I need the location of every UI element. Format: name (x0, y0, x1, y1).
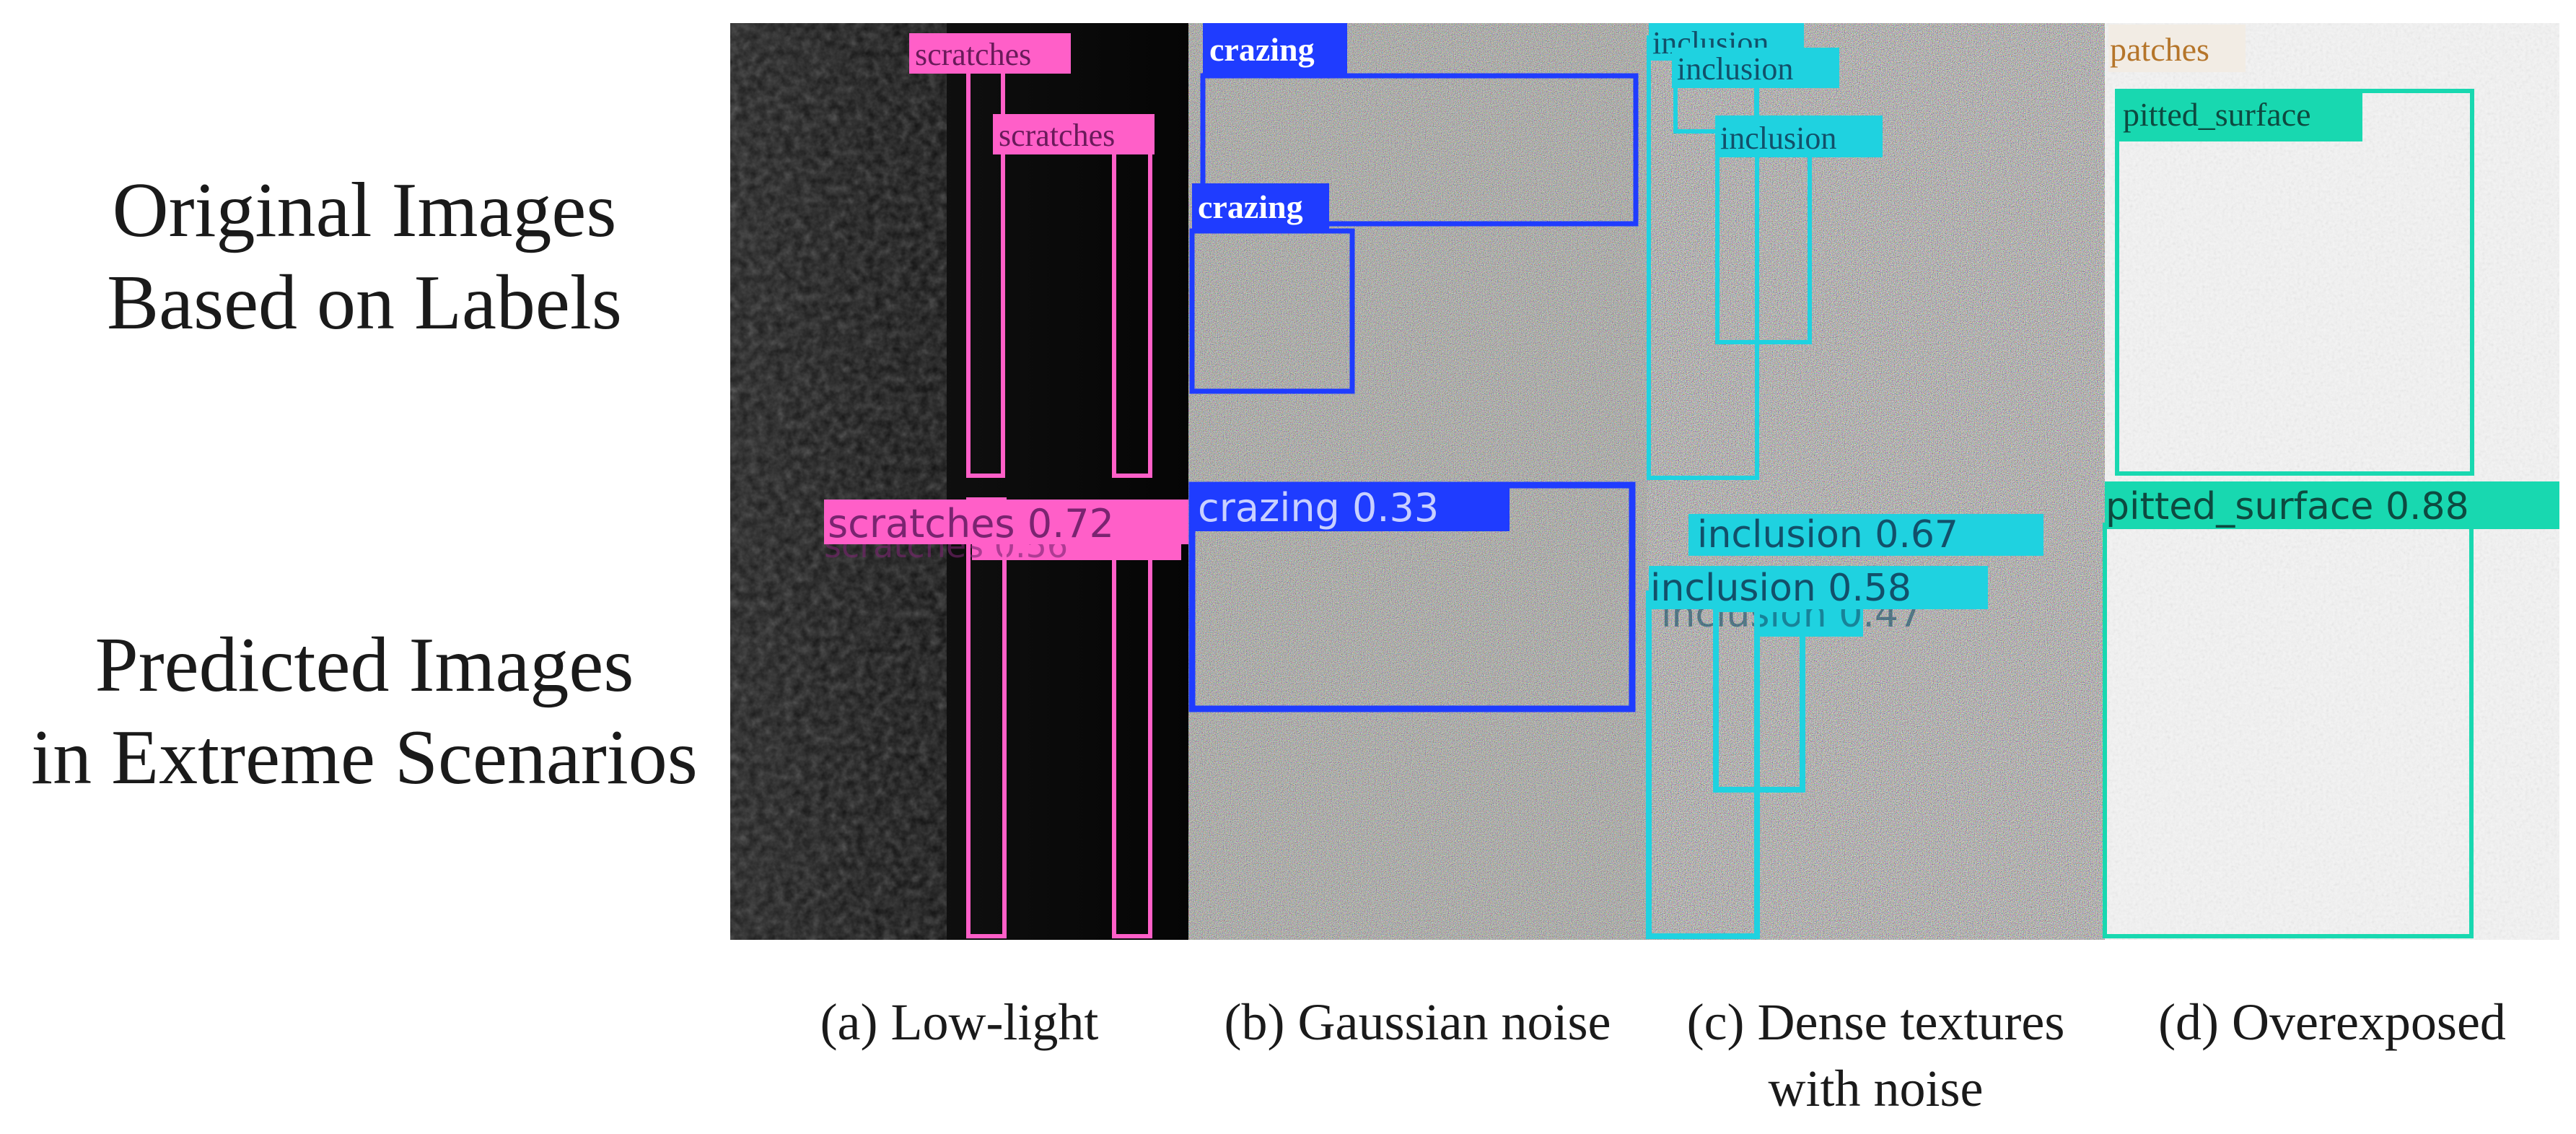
bbox-d-pred-1: pitted_surface 0.88 (2103, 481, 2559, 938)
bbox-a-orig-1-label: scratches (915, 37, 1031, 72)
caption-a-line-1: (a) Low-light (820, 993, 1099, 1051)
bbox-a-pred-1-label: scratches 0.72 (828, 501, 1114, 546)
row-label-original: Original Images Based on Labels (0, 165, 729, 349)
tile-b-original (1188, 23, 1647, 481)
bbox-d-pred-1-label: pitted_surface 0.88 (2106, 485, 2469, 528)
bbox-b-orig-2: crazing (1189, 183, 1355, 394)
bbox-b-orig-1-label: crazing (1209, 31, 1315, 68)
caption-b-line-1: (b) Gaussian noise (1224, 993, 1611, 1051)
bbox-a-orig-2-label: scratches (999, 118, 1115, 153)
image-grid: scratches scratches scratches 0.56 scrat… (730, 23, 2559, 940)
bbox-c-orig-3-label: inclusion (1720, 121, 1836, 156)
bbox-d-orig-2: pitted_surface (2115, 89, 2474, 476)
bbox-a-pred-1: scratches 0.72 (824, 497, 1188, 938)
tile-c-original (1647, 23, 2105, 481)
row-label-original-line-2: Based on Labels (107, 260, 622, 346)
bbox-c-pred-1: inclusion 0.67 (1688, 513, 2043, 793)
bbox-c-orig-3: inclusion (1715, 115, 1883, 344)
bbox-c-pred-1-label: inclusion 0.67 (1697, 513, 1958, 557)
bbox-d-orig-2-label: pitted_surface (2123, 96, 2311, 133)
caption-a: (a) Low-light (730, 989, 1188, 1055)
row-label-predicted-line-2: in Extreme Scenarios (31, 715, 698, 801)
caption-c-line-1: (c) Dense textures (1686, 993, 2065, 1051)
bbox-c-pred-2: inclusion 0.58 (1646, 566, 1988, 939)
bbox-a-orig-1: scratches (909, 33, 1071, 478)
caption-c: (c) Dense textures with noise (1647, 989, 2105, 1122)
bbox-b-pred-1: crazing 0.33 (1188, 481, 1636, 712)
caption-d-line-1: (d) Overexposed (2158, 993, 2506, 1051)
row-label-original-line-1: Original Images (112, 167, 617, 253)
bbox-c-orig-2-label: inclusion (1677, 51, 1793, 87)
bbox-a-orig-2: scratches (993, 114, 1155, 478)
tile-d-predicted (2105, 481, 2559, 940)
bbox-b-pred-1-label: crazing 0.33 (1198, 485, 1439, 531)
bbox-b-orig-2-label: crazing (1198, 188, 1303, 225)
bbox-c-orig-2: inclusion (1672, 48, 1839, 134)
caption-d: (d) Overexposed (2105, 989, 2559, 1055)
caption-b: (b) Gaussian noise (1188, 989, 1647, 1055)
row-label-predicted: Predicted Images in Extreme Scenarios (0, 619, 729, 804)
row-label-predicted-line-1: Predicted Images (95, 622, 634, 708)
bbox-d-orig-1: patches (2108, 25, 2246, 72)
bbox-c-pred-2-label: inclusion 0.58 (1650, 567, 1911, 610)
bbox-b-orig-1: crazing (1200, 23, 1639, 227)
bbox-d-orig-1-label: patches (2110, 31, 2209, 68)
tile-c-predicted (1647, 481, 2105, 940)
tile-a-original (730, 23, 1188, 481)
caption-c-line-2: with noise (1768, 1060, 1984, 1117)
